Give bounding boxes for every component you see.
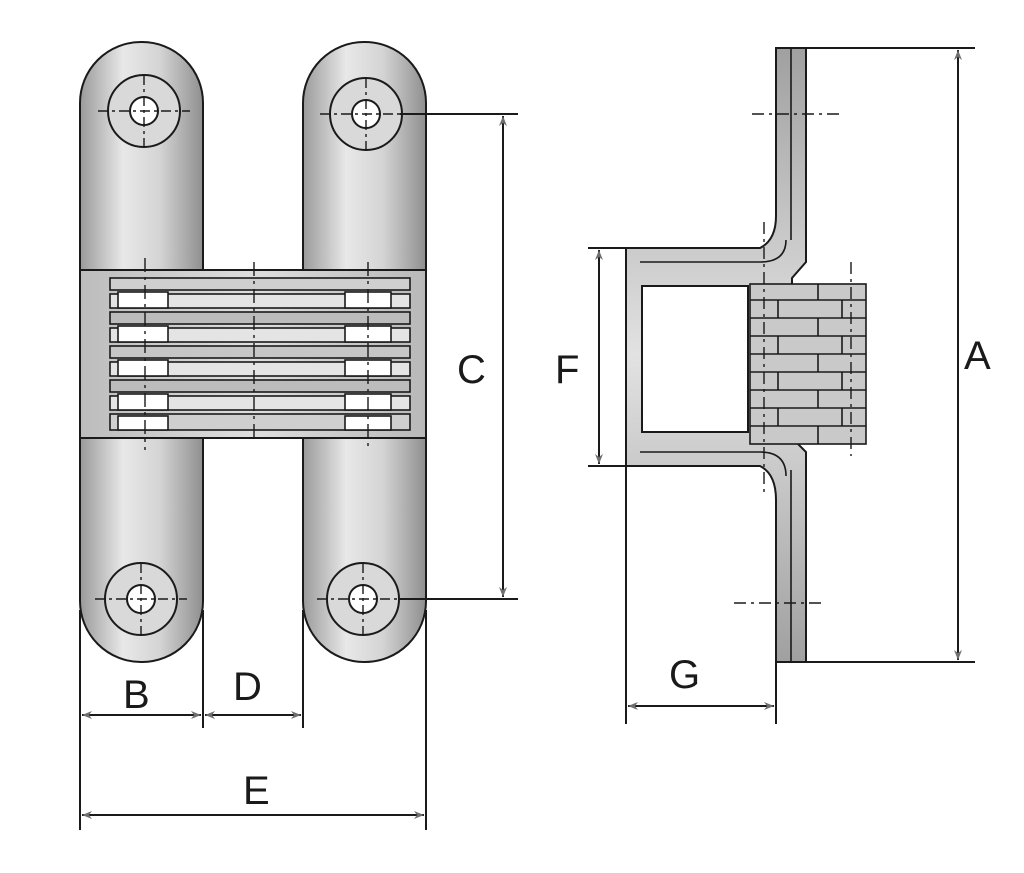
hinge-side-view bbox=[625, 47, 867, 663]
screw-hole-icon bbox=[317, 562, 409, 636]
side-knuckle bbox=[749, 283, 867, 445]
side-center-lines bbox=[734, 113, 852, 604]
hinge-link-plates bbox=[109, 277, 411, 431]
left-pin-slots bbox=[117, 291, 169, 431]
side-window bbox=[641, 285, 749, 433]
label-b: B bbox=[123, 673, 150, 717]
label-g: G bbox=[669, 653, 700, 697]
front-dimensions bbox=[79, 113, 518, 830]
screw-hole-icon bbox=[320, 77, 412, 151]
label-c: C bbox=[457, 348, 486, 392]
screw-hole-icon bbox=[95, 562, 187, 636]
label-f: F bbox=[555, 348, 579, 392]
label-d: D bbox=[233, 665, 262, 709]
side-dimensions bbox=[588, 47, 975, 724]
label-e: E bbox=[243, 769, 270, 813]
label-a: A bbox=[964, 334, 991, 378]
screw-hole-icon bbox=[98, 74, 190, 148]
front-center-lines bbox=[144, 258, 369, 450]
hinge-front-view bbox=[79, 41, 427, 663]
right-pin-slots bbox=[344, 291, 392, 431]
